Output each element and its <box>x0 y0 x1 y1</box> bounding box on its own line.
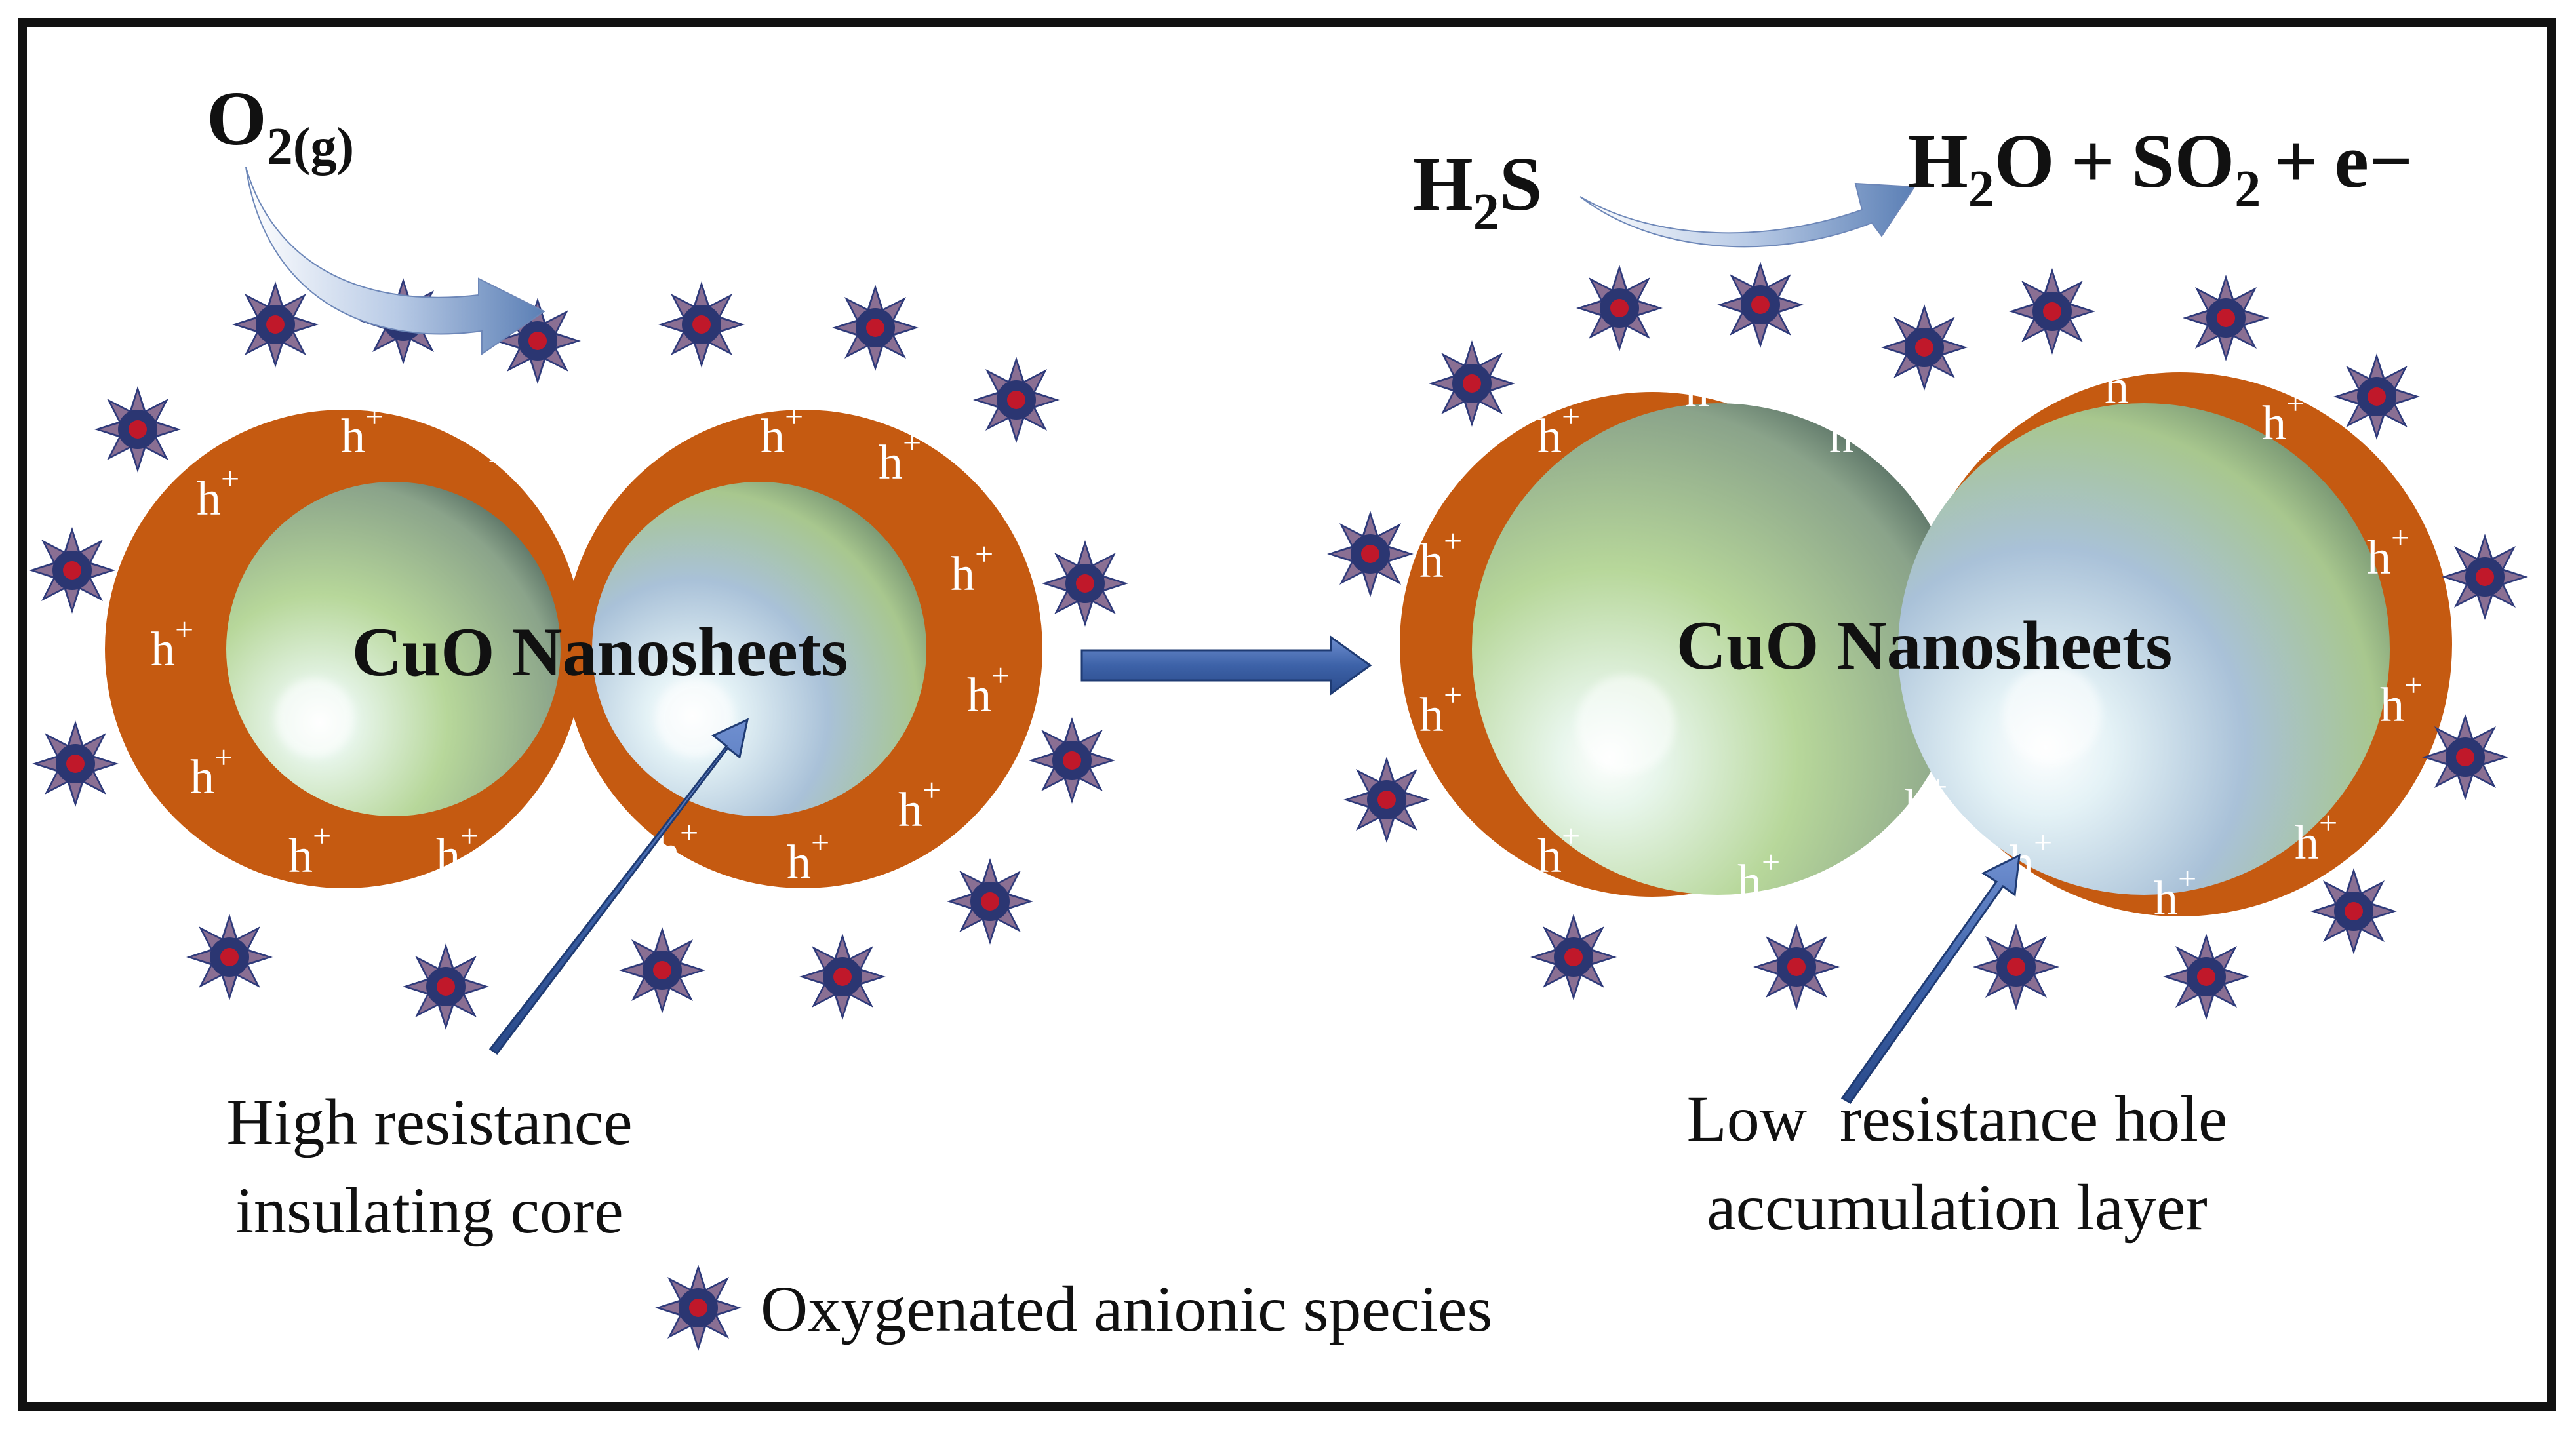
h2s-formula: H2S <box>1413 141 1542 241</box>
star-icon <box>2163 934 2249 1020</box>
star-icon <box>1881 304 1968 391</box>
star-icon <box>1576 265 1663 351</box>
star-icon <box>1429 340 1515 427</box>
left-particle <box>105 410 1042 888</box>
hole-label: h+ <box>1419 522 1462 588</box>
star-icon <box>655 1265 742 1351</box>
star-icon <box>1530 914 1617 1000</box>
star-icon <box>1042 540 1128 627</box>
hole-label: h+ <box>1737 844 1780 909</box>
o2-adsorption-arrow <box>245 167 545 355</box>
star-icon <box>94 386 181 473</box>
hole-label: h+ <box>1537 817 1580 883</box>
star-icon <box>1029 717 1115 804</box>
star-icon <box>1343 757 1430 843</box>
star-icon <box>799 934 886 1020</box>
hole-label: h+ <box>341 398 384 463</box>
hole-label: h+ <box>557 762 600 827</box>
star-icon <box>29 527 115 614</box>
hole-label: h+ <box>2295 804 2337 870</box>
hole-label: h+ <box>436 817 479 883</box>
left-caption-line1: High resistance <box>226 1086 632 1158</box>
star-icon <box>2422 714 2508 800</box>
hole-label: h+ <box>898 772 941 837</box>
left-core-label: CuO Nanosheets <box>352 614 848 690</box>
o2-formula: O2(g) <box>207 75 354 176</box>
legend: Oxygenated anionic species <box>655 1265 1492 1351</box>
right-holes: h+ h+ h+ h+ h+ h+ h+ h+ h+ h+ h+ h+ h+ h… <box>1419 349 2423 926</box>
products-formula: H2O+SO2+e− <box>1908 118 2413 218</box>
left-caption-line2: insulating core <box>235 1174 624 1247</box>
hole-label: h+ <box>626 408 669 473</box>
hole-label: h+ <box>488 408 531 473</box>
star-icon <box>832 285 919 371</box>
star-icon <box>973 357 1060 443</box>
hole-label: h+ <box>1685 352 1728 418</box>
hole-label: h+ <box>288 817 331 883</box>
right-caption-line1: Low resistance hole <box>1687 1082 2228 1155</box>
left-holes: h+ h+ h+ h+ h+ h+ h+ h+ h+ h+ h+ h+ h+ h… <box>151 398 1010 890</box>
hole-label: h+ <box>1419 677 1462 742</box>
left-pointer-arrow <box>488 718 749 1055</box>
star-icon <box>2333 353 2420 440</box>
right-core-label: CuO Nanosheets <box>1676 607 2173 684</box>
right-particle <box>1400 372 2452 916</box>
star-icon <box>403 943 489 1030</box>
legend-label: Oxygenated anionic species <box>761 1272 1492 1345</box>
star-icon <box>1717 262 1804 348</box>
hole-label: h+ <box>197 460 239 526</box>
star-icon <box>2009 268 2095 355</box>
right-core <box>1472 403 2390 895</box>
hole-label: h+ <box>1905 768 1947 834</box>
star-icon <box>619 927 705 1013</box>
star-icon <box>2183 275 2269 361</box>
hole-label: h+ <box>2367 519 2409 585</box>
h2s-reaction-arrow <box>1579 182 1916 248</box>
hole-label: h+ <box>2154 860 2196 926</box>
star-icon <box>232 281 319 368</box>
hole-label: h+ <box>190 739 233 804</box>
transition-arrow <box>1080 635 1372 696</box>
hole-label: h+ <box>879 424 921 490</box>
hole-label: h+ <box>761 398 803 463</box>
hole-label: h+ <box>967 657 1010 722</box>
hole-label: h+ <box>151 611 193 677</box>
right-caption-line2: accumulation layer <box>1707 1171 2208 1244</box>
star-icon <box>2310 868 2397 954</box>
star-icon <box>1753 924 1840 1010</box>
right-pointer-arrow <box>1840 854 2021 1104</box>
hole-label: h+ <box>1967 398 2010 463</box>
left-core <box>226 482 926 816</box>
star-icon <box>1327 511 1414 597</box>
star-icon <box>2442 534 2528 620</box>
star-icon <box>658 281 745 368</box>
star-icon <box>32 720 119 807</box>
hole-label: h+ <box>1537 398 1580 463</box>
star-icon <box>947 858 1033 945</box>
hole-label: h+ <box>2380 667 2423 732</box>
hole-label: h+ <box>787 824 829 890</box>
hole-label: h+ <box>2105 349 2147 414</box>
hole-label: h+ <box>2262 385 2305 450</box>
star-icon <box>186 914 273 1000</box>
hole-label: h+ <box>951 536 993 601</box>
star-icon <box>1973 924 2059 1010</box>
hole-label: h+ <box>1829 398 1872 463</box>
